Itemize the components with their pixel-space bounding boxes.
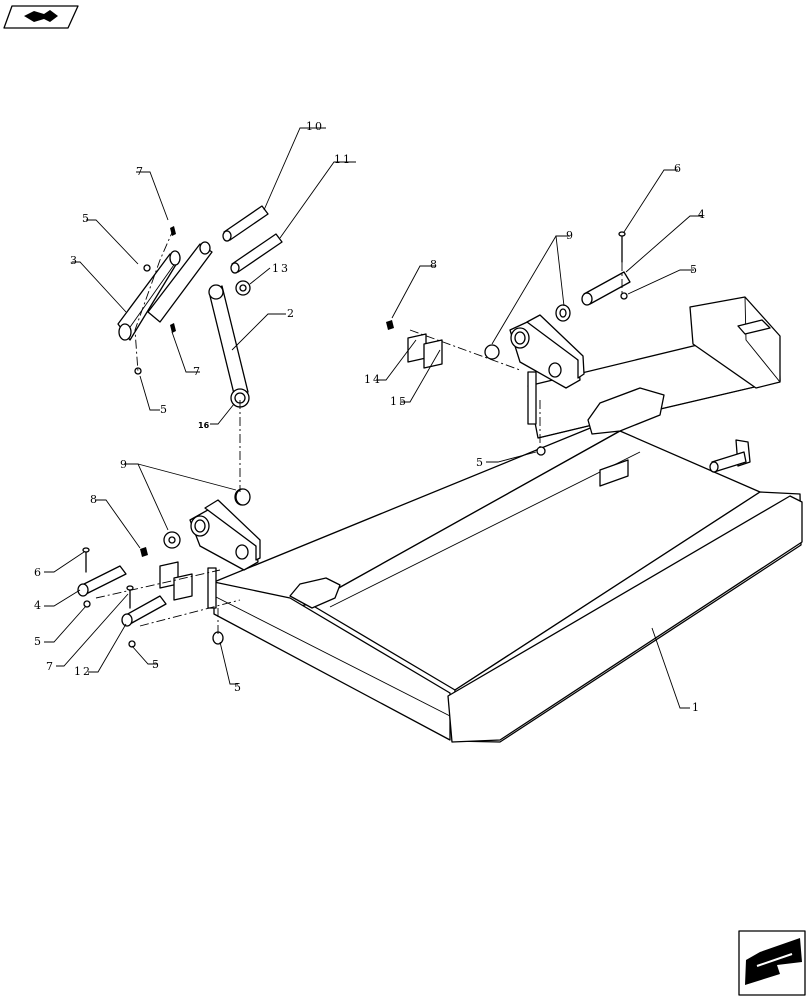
callout-2: 2 [287, 307, 296, 320]
callout-10: 10 [306, 120, 324, 133]
callout-4-right: 4 [698, 208, 707, 221]
main-frame [213, 296, 803, 743]
arrow-left-down-icon[interactable] [738, 930, 806, 996]
callout-5-arm: 5 [160, 403, 169, 416]
callout-6-left: 6 [34, 566, 43, 579]
callout-9-right: 9 [566, 229, 575, 242]
callout-labels: 10 11 7 5 3 13 2 7 5 16 8 14 15 9 6 4 5 … [34, 120, 707, 714]
callout-4-left: 4 [34, 599, 43, 612]
callout-16: 16 [198, 421, 210, 430]
callout-8-right: 8 [430, 258, 439, 271]
callout-5-left: 5 [34, 635, 43, 648]
upper-link-assembly [117, 205, 283, 408]
callout-7-left: 7 [46, 660, 55, 673]
callout-11: 11 [334, 153, 352, 166]
right-clevis-bracket [484, 304, 585, 425]
left-hardware [77, 488, 251, 648]
callout-6-right: 6 [674, 162, 683, 175]
right-hardware [386, 231, 631, 456]
callout-5-pin: 5 [152, 658, 161, 671]
leader-lines [44, 127, 702, 709]
callout-8-left: 8 [90, 493, 99, 506]
callout-14: 14 [364, 373, 382, 386]
callout-3: 3 [70, 254, 79, 267]
center-lines [95, 227, 623, 636]
callout-5-upper: 5 [82, 212, 91, 225]
callout-5-frame: 5 [476, 456, 485, 469]
callout-12: 12 [74, 665, 92, 678]
book-arrow-icon[interactable] [3, 5, 79, 29]
callout-9-left: 9 [120, 458, 129, 471]
callout-7-arm: 7 [193, 365, 202, 378]
callout-1: 1 [692, 701, 701, 714]
callout-5-bracket: 5 [234, 681, 243, 694]
callout-5-right: 5 [690, 263, 699, 276]
callout-7-upper: 7 [136, 165, 145, 178]
callout-15: 15 [390, 395, 408, 408]
callout-13: 13 [272, 262, 290, 275]
